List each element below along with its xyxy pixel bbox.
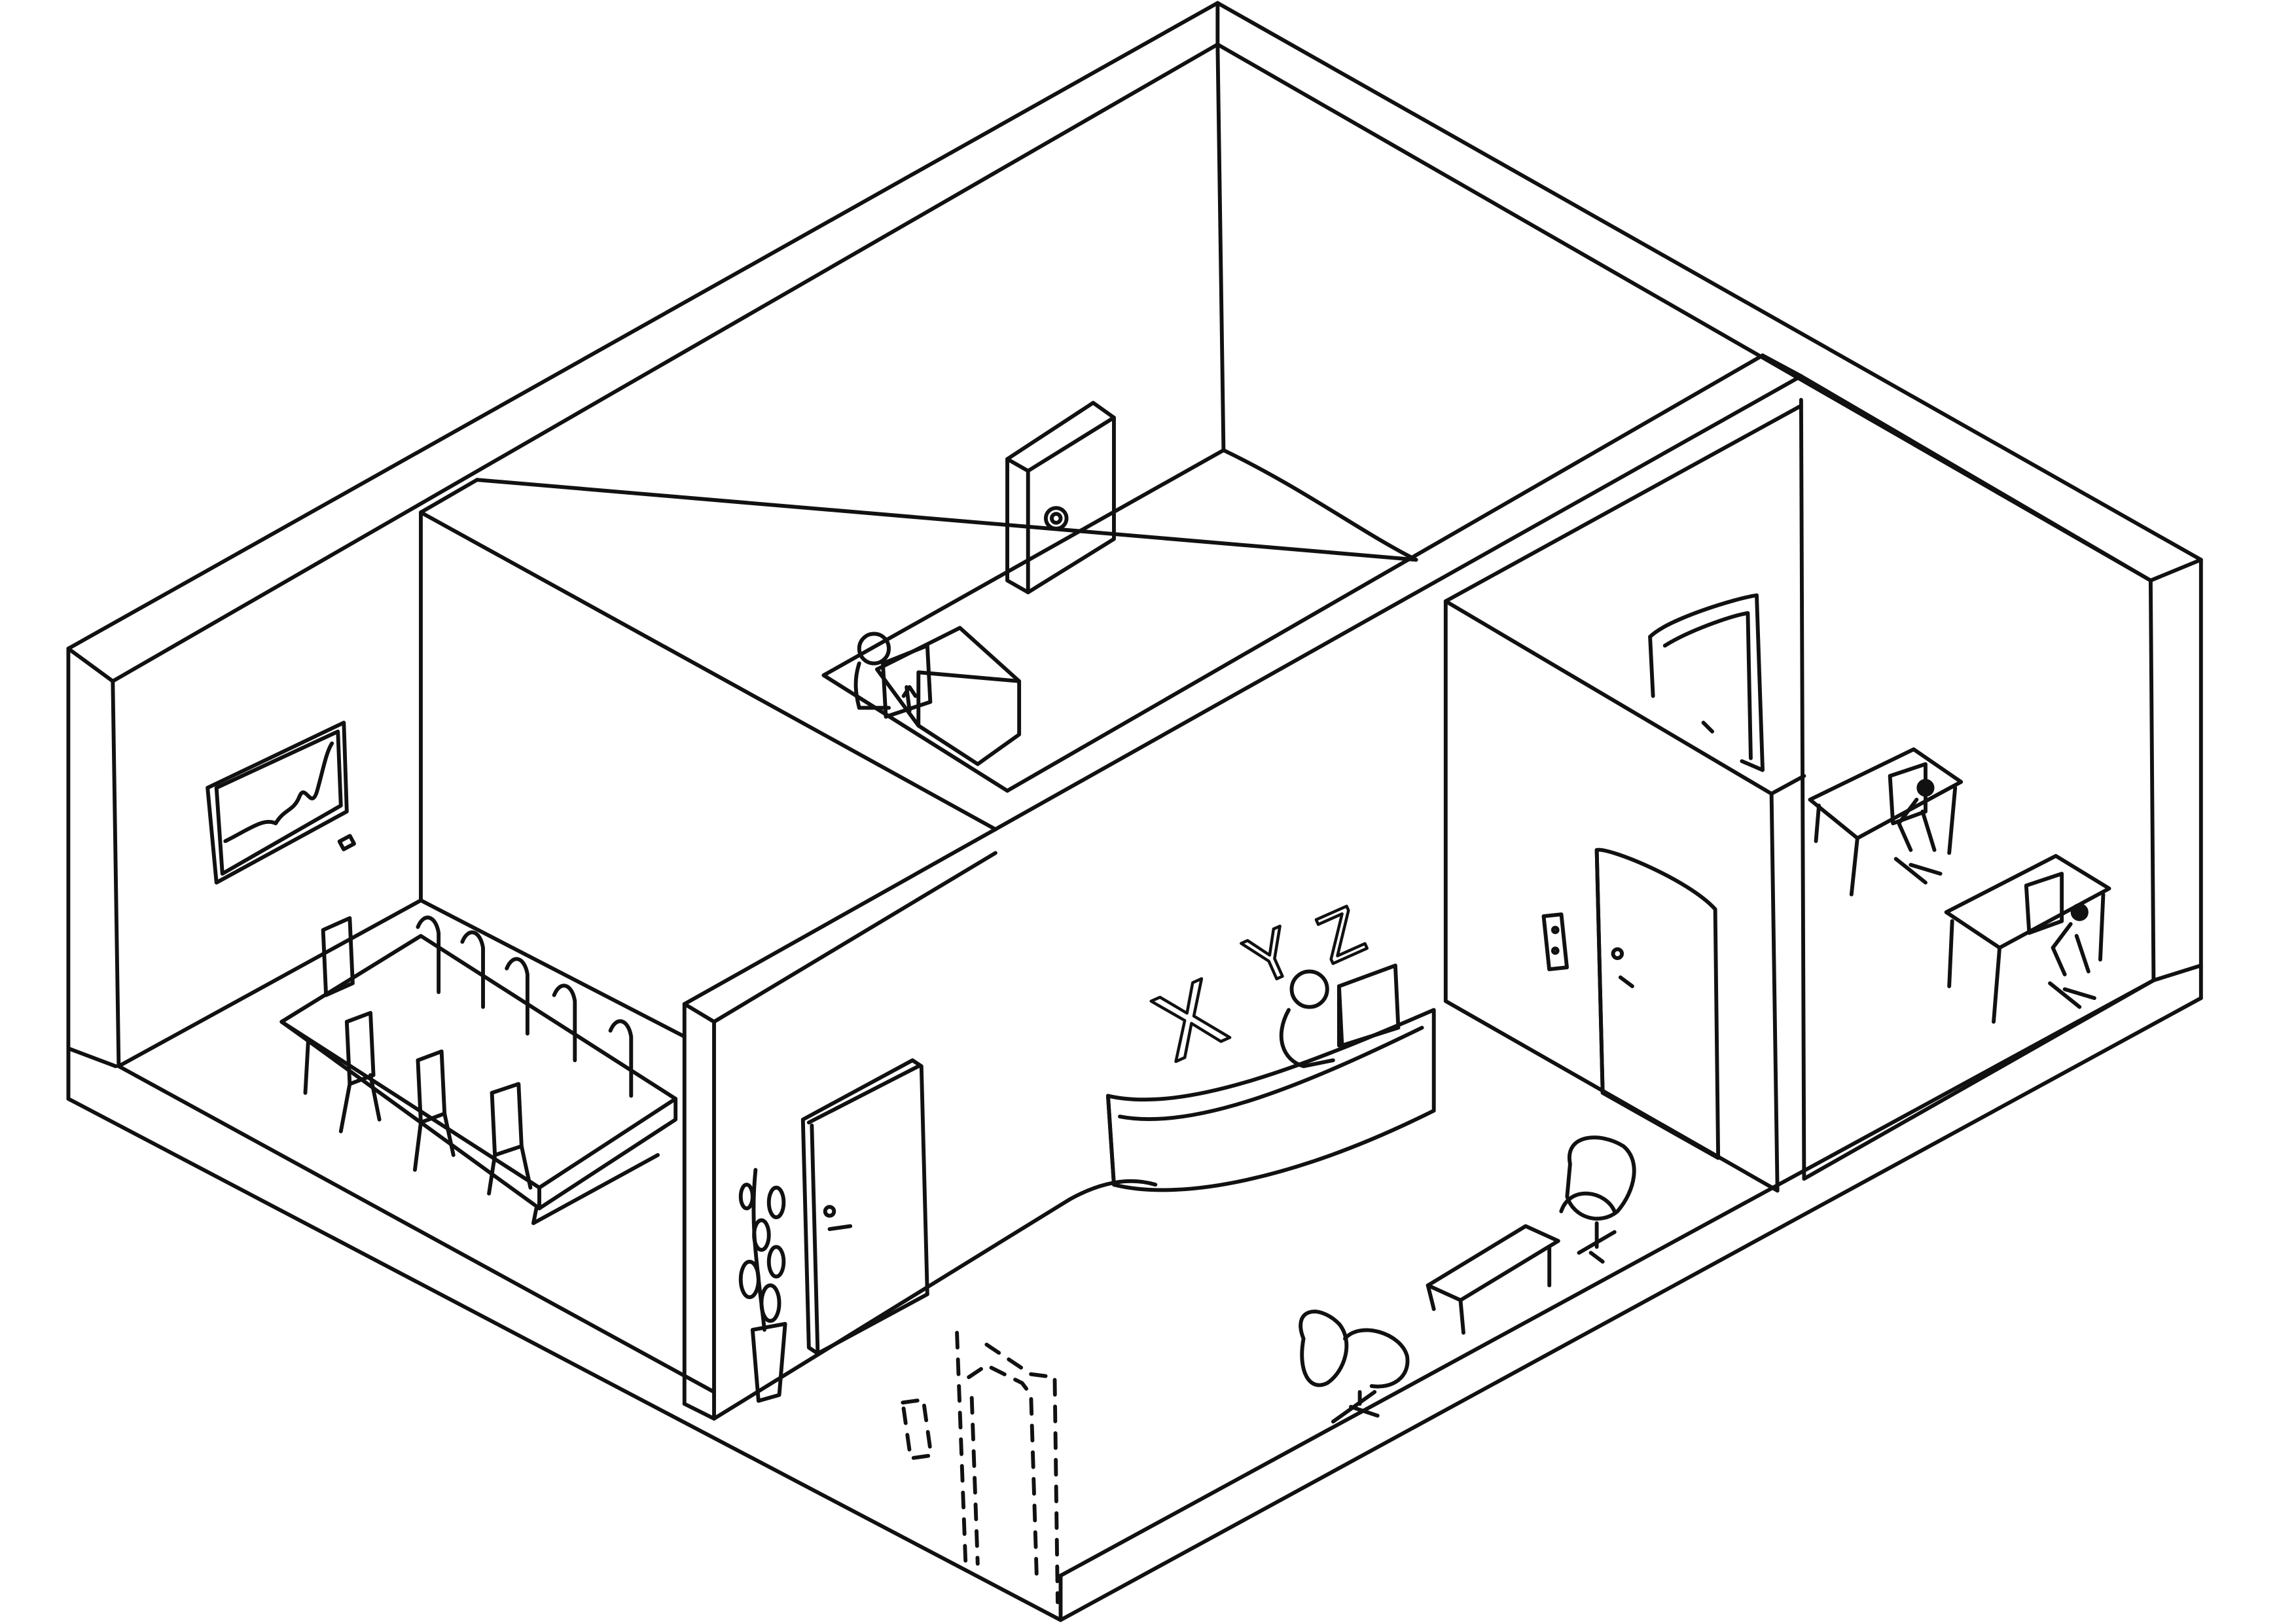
lobby-door-left [800,1058,929,1356]
conference-table [279,934,678,1225]
workstations [1808,747,2111,1024]
reception-desk [1105,1008,1436,1192]
conference-chairs [321,916,634,1196]
corridor-office [1648,593,1765,772]
workstation-desk-1 [1808,747,1964,897]
vault-door [1005,401,1116,595]
logo-letter-x: X [1139,958,1240,1080]
vault-room [853,401,1116,766]
wall-screen [206,721,356,885]
conference-room [206,721,678,1225]
lounge-chair-right [1559,1135,1636,1264]
vault-desk [874,626,1022,766]
logo-letter-y: Y [1234,913,1307,1001]
bench [1426,1224,1560,1335]
building-outer-walls [66,1,2203,1622]
lobby: X Y Z [738,847,1721,1605]
corridor-door [1648,593,1765,772]
workstation-desk-2 [1944,853,2111,1024]
lobby-plant [738,1168,787,1403]
lobby-door-right [1541,847,1721,1160]
interior-walls [117,353,2156,1421]
lounge-chair-left [1299,1310,1410,1424]
person-at-computer [853,632,933,719]
logo-letter-z: Z [1306,892,1375,978]
elevator [901,1330,1060,1605]
receptionist [1279,963,1401,1069]
